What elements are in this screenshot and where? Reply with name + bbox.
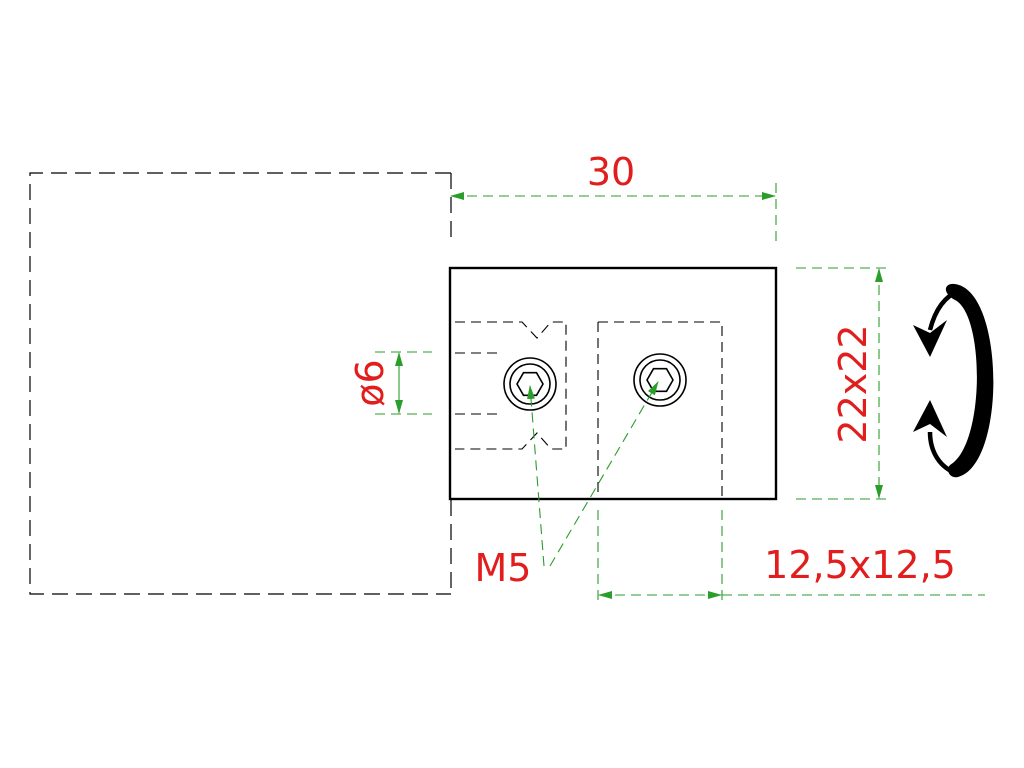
dimension-bore bbox=[375, 351, 432, 415]
hidden-slot-right bbox=[597, 321, 723, 499]
connector-body bbox=[448, 266, 778, 501]
hidden-slot-left bbox=[455, 321, 567, 450]
rotate-arrows-icon bbox=[913, 283, 994, 478]
dimension-width bbox=[450, 183, 777, 247]
bore-diameter-label: ø6 bbox=[348, 359, 392, 406]
square-tube-label: 12,5x12,5 bbox=[764, 543, 956, 587]
post-outline-dashed bbox=[29, 172, 452, 595]
width-label: 30 bbox=[587, 150, 635, 194]
hex-socket-screw-icon bbox=[633, 353, 687, 407]
dimension-square-tube bbox=[597, 510, 985, 606]
screw-leaders bbox=[527, 381, 659, 567]
height-label: 22x22 bbox=[831, 324, 875, 443]
dimension-height bbox=[796, 267, 888, 500]
hex-socket-screw-icon bbox=[503, 357, 557, 411]
screw-label: M5 bbox=[475, 546, 532, 590]
